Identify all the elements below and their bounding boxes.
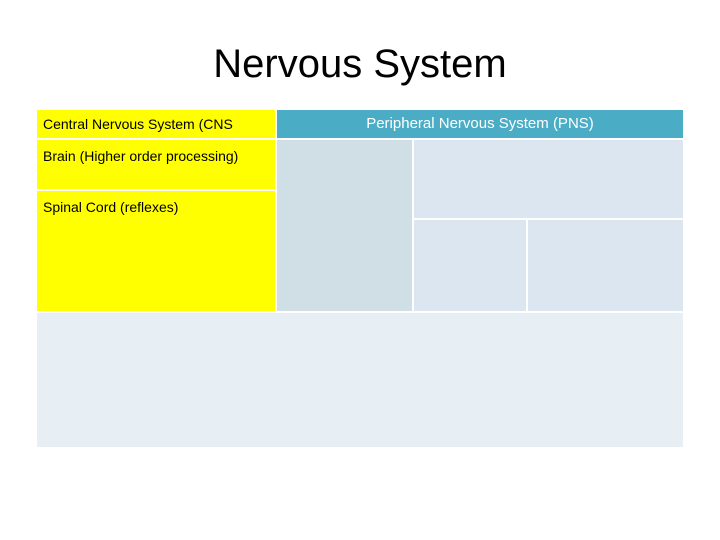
bottom-row-cell [37,313,683,447]
cns-item-spinal-cord: Spinal Cord (reflexes) [37,191,275,311]
pns-header: Peripheral Nervous System (PNS) [277,110,683,138]
cns-item-brain: Brain (Higher order processing) [37,140,275,189]
pns-cell-top-right [414,140,683,218]
cns-header: Central Nervous System (CNS [37,110,275,138]
pns-cell-bottom-right [528,220,683,311]
slide-title: Nervous System [213,42,507,86]
pns-cell-left [277,140,412,311]
pns-cell-bottom-left [414,220,526,311]
